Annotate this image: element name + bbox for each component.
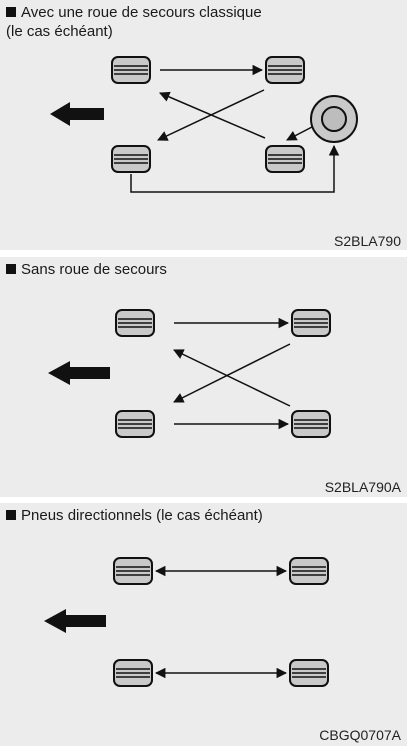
bullet-square-icon xyxy=(6,510,16,520)
tire-icon xyxy=(111,145,151,173)
figure-code: CBGQ0707A xyxy=(319,727,401,743)
rotation-arrow-icon xyxy=(154,565,288,679)
tire-icon xyxy=(113,557,153,585)
figure-code: S2BLA790A xyxy=(324,479,401,495)
rotation-diagram xyxy=(44,557,329,687)
panel-title: Sans roue de secours xyxy=(6,260,167,279)
forward-direction-arrow-icon xyxy=(44,609,106,633)
forward-direction-arrow-icon xyxy=(48,361,110,385)
rotation-panel-no-spare: Sans roue de secours S2BLA790A xyxy=(0,257,407,497)
panel-title: Pneus directionnels (le cas échéant) xyxy=(6,506,263,525)
tire-icon xyxy=(291,410,331,438)
rotation-diagram xyxy=(50,56,358,193)
figure-code: S2BLA790 xyxy=(334,233,401,249)
tire-icon xyxy=(291,309,331,337)
tire-icon xyxy=(265,145,305,173)
tire-icon xyxy=(115,309,155,337)
tire-icon xyxy=(289,557,329,585)
rotation-arrow-icon xyxy=(173,317,291,430)
forward-direction-arrow-icon xyxy=(50,102,104,126)
bullet-square-icon xyxy=(6,264,16,274)
tire-icon xyxy=(115,410,155,438)
rotation-panel-directional: Pneus directionnels (le cas échéant) CBG… xyxy=(0,503,407,746)
rotation-arrow-icon xyxy=(130,64,340,193)
spare-wheel-icon xyxy=(310,95,358,143)
tire-icon xyxy=(289,659,329,687)
rotation-diagram xyxy=(48,309,331,438)
panel-title: Avec une roue de secours classique (le c… xyxy=(6,4,262,40)
tire-icon xyxy=(265,56,305,84)
rotation-panel-spare: Avec une roue de secours classique (le c… xyxy=(0,0,407,250)
tire-icon xyxy=(113,659,153,687)
tire-icon xyxy=(111,56,151,84)
bullet-square-icon xyxy=(6,7,16,17)
